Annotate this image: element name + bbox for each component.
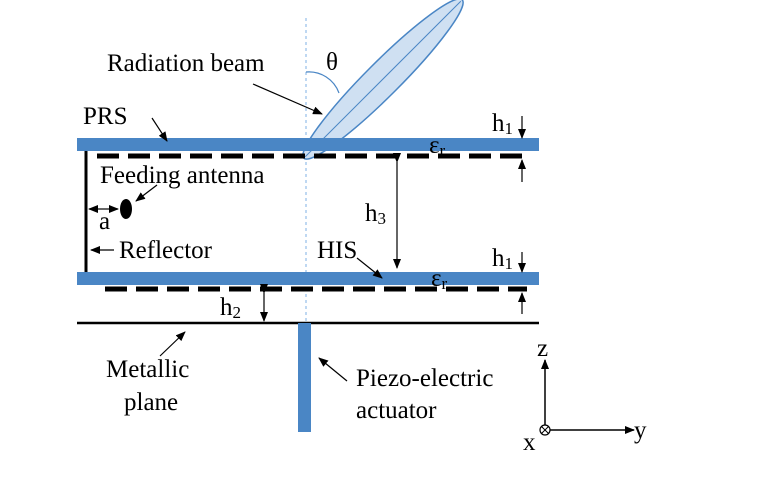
prs-label: PRS (83, 103, 127, 130)
metallic-plane-pointer (159, 331, 186, 357)
piezo-label-line1: Piezo-electric (356, 365, 493, 392)
his-label: HIS (317, 237, 357, 264)
feeding-antenna-label: Feeding antenna (100, 162, 265, 189)
dimension-a-label: a (99, 208, 110, 235)
metallic-plane-label-line1: Metallic (106, 356, 189, 383)
theta-label: θ (326, 49, 338, 76)
prs-layer (77, 138, 539, 151)
theta-angle-arc (305, 71, 340, 94)
h2-label: h2 (220, 294, 241, 322)
piezo-actuator-bar (298, 323, 311, 432)
eps-bottom-label: εr (431, 265, 448, 293)
h1-top-label: h1 (492, 110, 513, 138)
feeding-antenna-pointer (135, 184, 158, 202)
piezo-pointer (318, 357, 348, 382)
radiation-beam-pointer (252, 83, 323, 115)
h1-bottom-label: h1 (492, 245, 513, 273)
feeding-antenna-element (120, 199, 132, 219)
h3-label: h3 (365, 200, 386, 228)
eps-top-label: εr (429, 132, 446, 160)
radiation-beam-label: Radiation beam (107, 50, 265, 77)
metallic-plane-label-line2: plane (124, 389, 178, 416)
prs-pointer (151, 117, 168, 142)
his-layer (77, 272, 539, 285)
reflector-label: Reflector (119, 237, 213, 264)
axis-y-label: y (634, 417, 647, 444)
axis-z-label: z (537, 335, 548, 362)
his-pointer (356, 257, 383, 279)
piezo-label-line2: actuator (356, 397, 437, 424)
axis-x-cross-b (541, 426, 549, 434)
axis-x-label: x (523, 429, 536, 456)
